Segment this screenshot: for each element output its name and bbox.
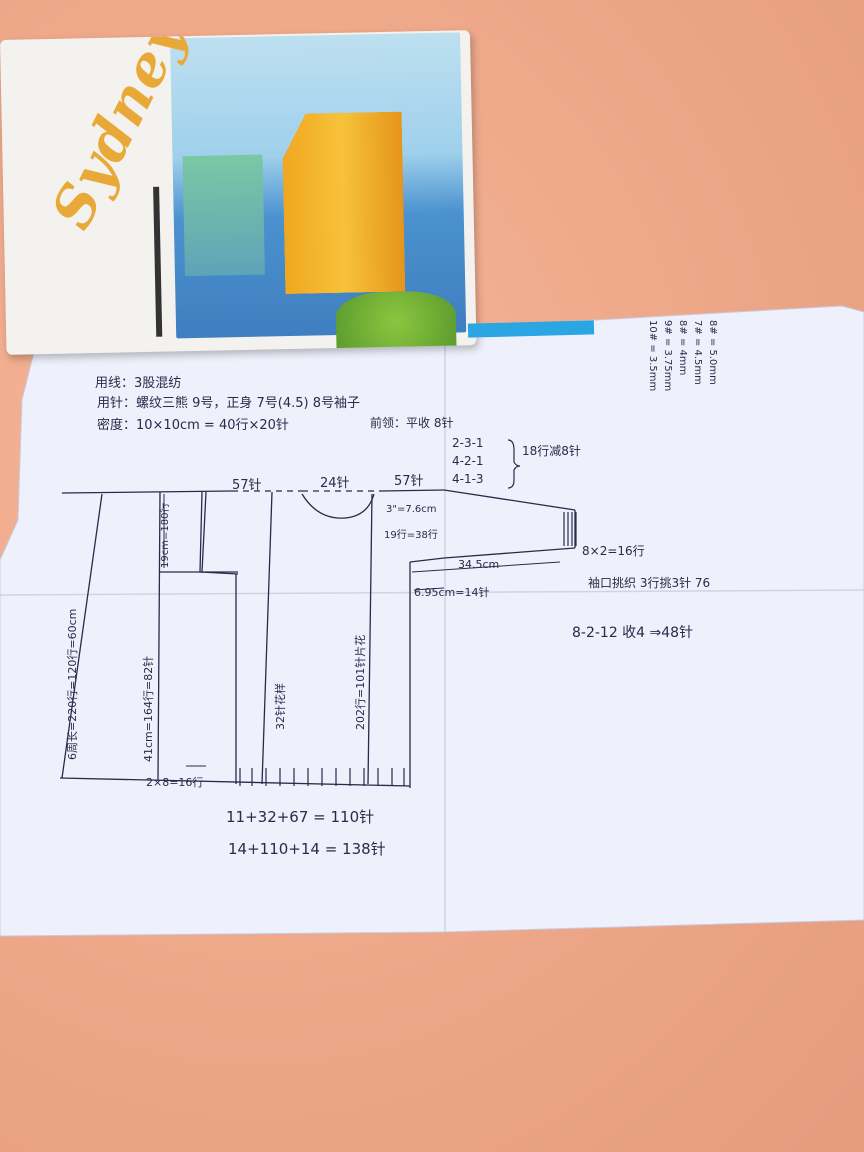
label-left-side: 6周长=220行=120行=60cm (66, 608, 79, 760)
needle-size-3: 8# = 4mm (677, 320, 688, 376)
label-decrease-1: 2-3-1 (452, 436, 484, 450)
label-decrease-3: 4-1-3 (452, 472, 484, 486)
label-front-collar: 前领：平收 8针 (370, 416, 454, 430)
bottom-ribbing (239, 768, 405, 786)
measure-arrows (163, 494, 561, 767)
label-neck-depth: 3"=7.6cm (386, 504, 437, 515)
label-sleeve-note: 袖口挑织 3行挑3针 76 (588, 576, 711, 590)
label-cuff: 8×2=16行 (582, 544, 645, 558)
cover-building-green (182, 154, 265, 277)
note-yarn: 用线：3股混纺 (95, 376, 182, 391)
label-bottom-rib: 2×8=16行 (146, 776, 204, 789)
pattern-outline (59, 489, 576, 788)
needle-size-5: 10# = 3.5mm (647, 320, 658, 392)
needle-size-1: 8# = 5.0mm (707, 320, 718, 385)
needle-size-2: 7# = 4.5mm (692, 320, 703, 385)
label-top-right-stitches: 57针 (394, 474, 424, 489)
label-right-side: 202行=101针片花 (354, 634, 367, 730)
fold-line-horizontal (0, 589, 864, 596)
label-sum-1: 11+32+67 = 110针 (226, 808, 375, 826)
decrease-brace (507, 439, 521, 489)
label-top-left-stitches: 57针 (232, 478, 262, 493)
label-top-mid-stitches: 24针 (320, 476, 350, 491)
sydney-notebook: Sydney (0, 30, 477, 355)
label-top-short: 19cm=180行 (160, 502, 171, 568)
paper-sheet (0, 305, 864, 937)
note-gauge: 密度：10×10cm = 40行×20针 (97, 418, 289, 433)
label-sleeve-decrease: 8-2-12 收4 ⇒48针 (572, 625, 694, 641)
cover-trees (335, 290, 457, 354)
label-inner-left: 41cm=164行=82针 (142, 655, 155, 762)
cover-building-yellow (282, 112, 406, 294)
label-armhole: 6.95cm=14针 (414, 586, 490, 599)
label-decrease-2: 4-2-1 (452, 454, 484, 468)
label-decrease-total: 18行减8针 (522, 444, 581, 458)
note-needle-sizes: 8# = 5.0mm 7# = 4.5mm 8# = 4mm 9# = 3.75… (647, 320, 718, 391)
needle-size-4: 9# = 3.75mm (662, 320, 673, 392)
cuff-ribbing (563, 512, 577, 546)
label-mid-band: 32针花样 (274, 683, 287, 730)
label-sum-2: 14+110+14 = 138针 (228, 840, 386, 858)
label-sleeve-width: 34.5cm (458, 558, 500, 571)
label-neck-rows: 19行=38行 (384, 530, 438, 541)
cover-tower (153, 186, 163, 337)
note-needles: 用针：螺纹三熊 9号，正身 7号(4.5) 8号袖子 (97, 396, 361, 411)
